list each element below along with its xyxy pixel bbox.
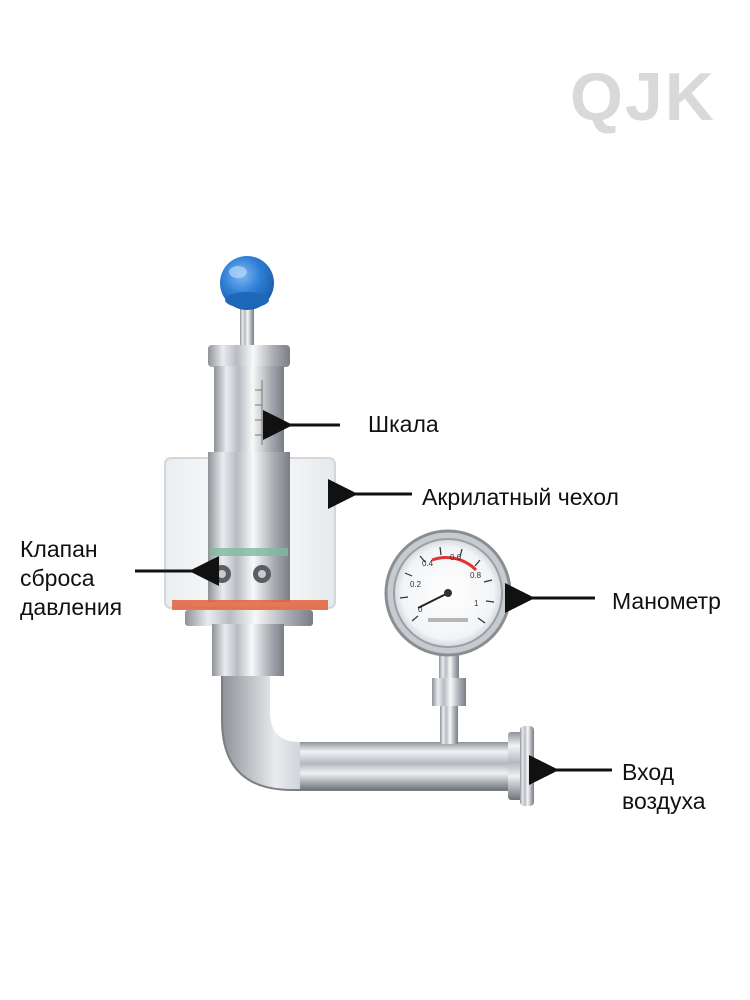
label-relief-valve: Клапан сброса давления (20, 535, 122, 622)
label-relief-valve-line: давления (20, 594, 123, 620)
label-relief-valve-line: сброса (20, 565, 95, 591)
flange-gasket (172, 600, 328, 626)
knob (220, 256, 274, 352)
label-air-inlet-line: воздуха (622, 788, 706, 814)
label-manometer: Манометр (612, 588, 721, 614)
valve-body (208, 452, 290, 602)
callout-arrows (135, 410, 612, 785)
elbow-pipe (212, 624, 534, 806)
gauge-tick: 1 (474, 599, 479, 608)
gauge-tick: 0 (418, 605, 423, 614)
label-air-inlet-line: Вход (622, 759, 675, 785)
gauge-tick: 0.4 (422, 559, 434, 568)
gauge-needle (417, 592, 449, 609)
label-relief-valve-line: Клапан (20, 536, 98, 562)
pressure-gauge: 0 0.2 0.4 0.6 0.8 1 (384, 529, 512, 657)
gauge-tick: 0.6 (450, 553, 462, 562)
label-scale: Шкала (368, 411, 439, 437)
label-air-inlet: Вход воздуха (622, 758, 706, 816)
watermark: QJK (570, 59, 716, 135)
label-acrylic-cover: Акрилатный чехол (422, 484, 619, 510)
gauge-tick: 0.8 (470, 571, 482, 580)
scale-cylinder (208, 345, 290, 456)
gauge-connector (432, 648, 466, 744)
gauge-tick: 0.2 (410, 580, 422, 589)
